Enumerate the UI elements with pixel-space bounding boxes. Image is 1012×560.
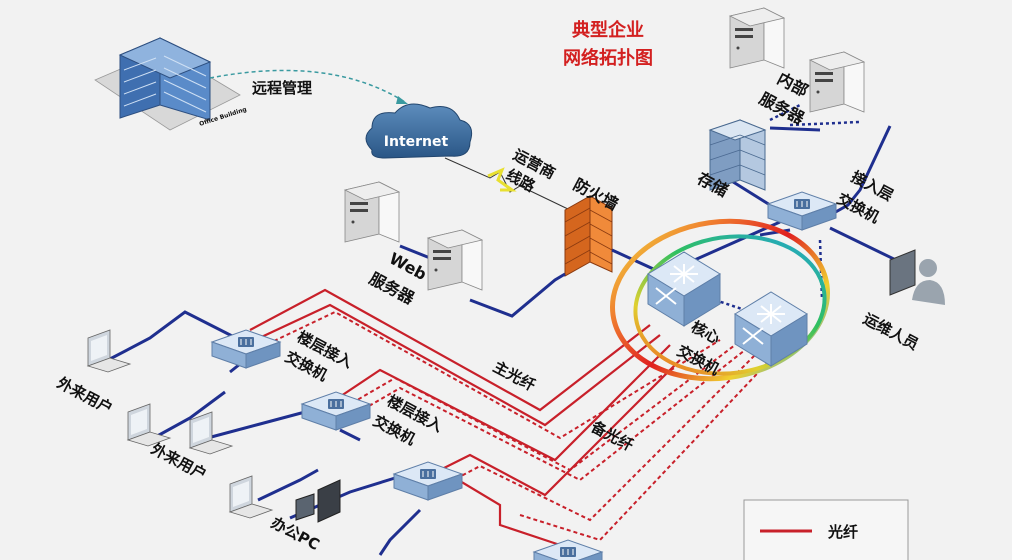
remote-mgmt-arrowhead-icon bbox=[396, 96, 408, 104]
guest-laptop-2-icon bbox=[127, 403, 171, 447]
office-pc-label: 办公PC bbox=[268, 514, 322, 554]
title-line-1: 典型企业 bbox=[572, 19, 644, 41]
internal-server-1-icon bbox=[729, 7, 785, 69]
carrier-line bbox=[444, 157, 571, 211]
internet-cloud-icon bbox=[365, 103, 473, 159]
main-fiber-label: 主光纤 bbox=[490, 358, 538, 395]
core-switch-2-icon bbox=[734, 291, 808, 367]
backup-fiber-label: 备光纤 bbox=[587, 417, 636, 454]
internet-label: Internet bbox=[384, 134, 449, 150]
floor-switch-1-icon bbox=[211, 329, 281, 369]
legend-fiber-label: 光纤 bbox=[827, 523, 858, 541]
web-server-2-icon bbox=[427, 229, 483, 291]
legend bbox=[743, 499, 909, 560]
core-ring-inner bbox=[633, 234, 827, 376]
main-fiber-lines bbox=[249, 288, 681, 547]
office-building-icon bbox=[94, 37, 241, 131]
floor-switch-3-icon bbox=[393, 461, 463, 501]
title-line-2: 网络拓扑图 bbox=[563, 47, 653, 69]
remote-mgmt-link bbox=[209, 69, 406, 103]
web-server-1-icon bbox=[344, 181, 400, 243]
floor-switch-4-icon bbox=[533, 539, 603, 560]
firewall-icon bbox=[564, 195, 613, 277]
ops-label: 运维人员 bbox=[860, 310, 921, 354]
core-ring-outer bbox=[610, 218, 830, 382]
lightning-icon bbox=[487, 167, 517, 192]
office-pc-icon bbox=[295, 479, 341, 523]
core-label-1: 核心 bbox=[688, 318, 723, 348]
ops-person-icon bbox=[889, 249, 945, 305]
remote-mgmt-label: 远程管理 bbox=[252, 79, 312, 97]
backup-fiber-lines bbox=[254, 310, 771, 542]
internal-server-2-icon bbox=[809, 51, 865, 113]
storage-icon bbox=[708, 119, 767, 191]
guest-user-label-1: 外来用户 bbox=[53, 373, 115, 418]
